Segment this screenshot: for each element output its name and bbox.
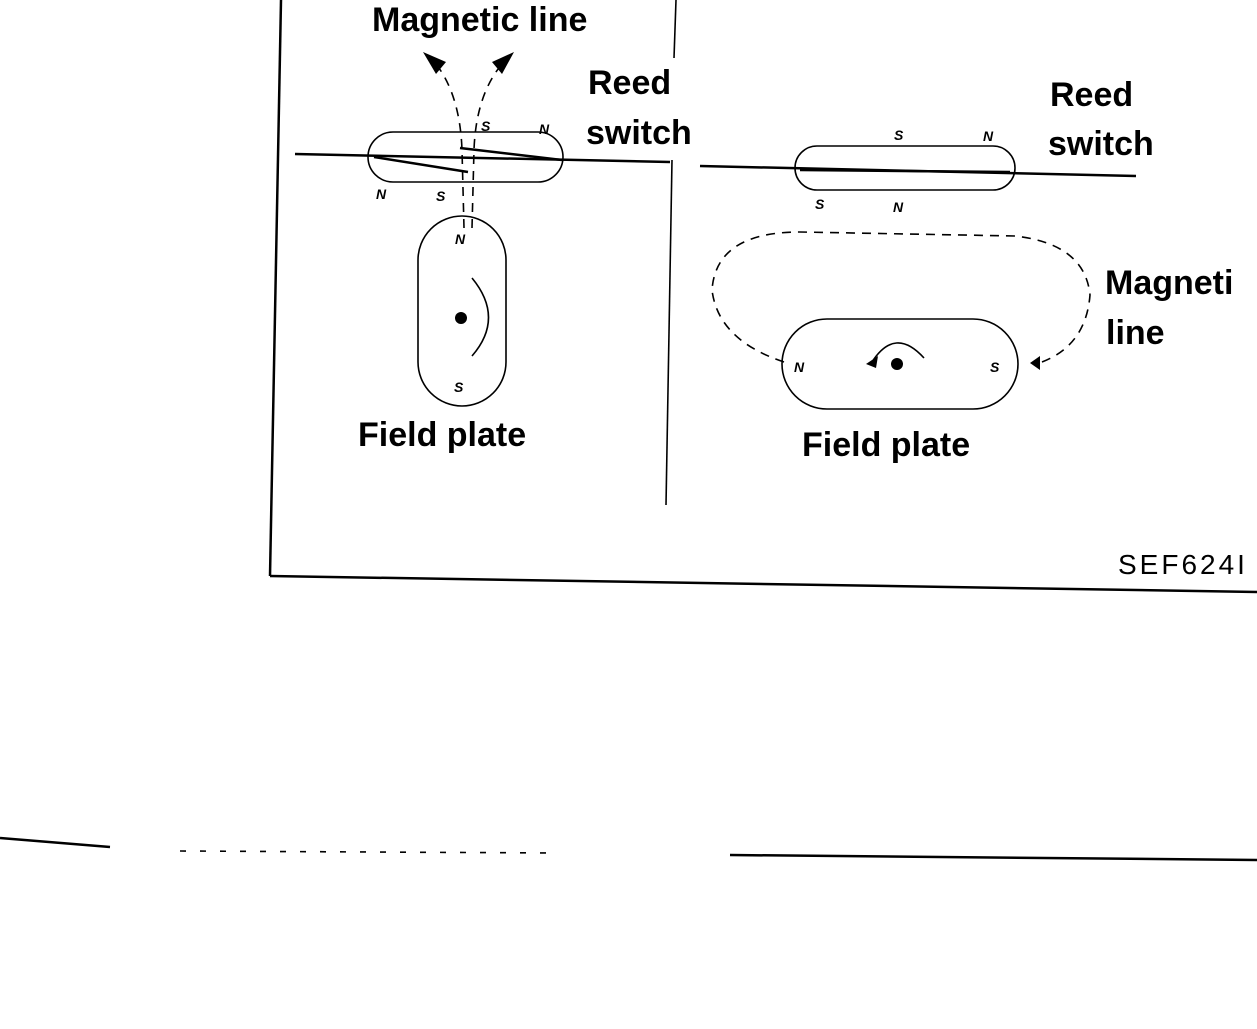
svg-text:S: S	[481, 118, 491, 134]
svg-text:N: N	[455, 231, 466, 247]
svg-text:S: S	[815, 196, 825, 212]
right-magnetic-line-label-2: line	[1106, 314, 1165, 352]
magnetic-line-arrows	[423, 52, 514, 229]
right-reed-switch-label-2: switch	[1048, 125, 1154, 163]
left-panel: Magnetic line S N N S Reed switch N	[294, 1, 692, 454]
right-field-plate: N S	[781, 318, 1019, 410]
svg-text:S: S	[894, 127, 904, 143]
left-field-plate: N S	[417, 215, 507, 407]
left-field-plate-label: Field plate	[358, 416, 526, 454]
right-reed-switch: S N S N	[699, 127, 1137, 215]
right-reed-switch-label-1: Reed	[1050, 76, 1133, 114]
svg-text:N: N	[983, 128, 994, 144]
svg-text:N: N	[376, 186, 387, 202]
svg-text:N: N	[794, 359, 805, 375]
panel-divider	[665, 0, 677, 506]
figure-frame	[0, 0, 1257, 862]
right-panel: S N S N Reed switch Magneti line N S Fie…	[699, 76, 1233, 464]
svg-text:S: S	[454, 379, 464, 395]
right-magnetic-line-label-1: Magneti	[1105, 264, 1233, 302]
left-reed-switch-label-2: switch	[586, 114, 692, 152]
svg-text:S: S	[436, 188, 446, 204]
svg-text:N: N	[539, 121, 550, 137]
left-reed-switch: S N N S	[294, 118, 671, 204]
right-field-plate-label: Field plate	[802, 426, 970, 464]
svg-text:N: N	[893, 199, 904, 215]
figure-code: SEF624I	[1118, 549, 1248, 580]
left-reed-switch-label-1: Reed	[588, 64, 671, 102]
magnetic-line-label: Magnetic line	[372, 1, 587, 39]
right-magnetic-line-loop	[711, 231, 1091, 370]
svg-text:S: S	[990, 359, 1000, 375]
